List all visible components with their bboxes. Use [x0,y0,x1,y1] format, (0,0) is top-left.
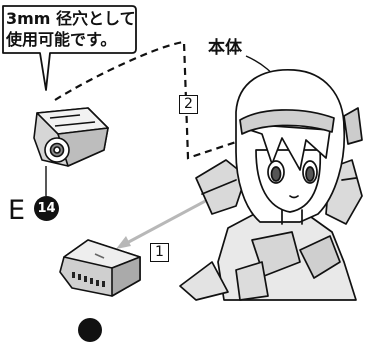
body-label: 本体 [208,38,242,58]
callout-text: 3mm 径穴として 使用可能です。 [0,6,136,54]
arrow-head-step1 [116,236,131,249]
callout-line-2: 使用可能です。 [6,30,117,49]
step-1-box: 1 [150,243,169,262]
part-letter: E [8,195,26,226]
x-circle-icon [78,318,102,342]
figure-body [179,69,363,301]
part-e14-upper [33,107,109,167]
step-2-box: 2 [179,95,198,114]
callout-box [2,5,137,91]
part-number-badge: 14 [34,196,59,221]
callout-line-1: 3mm 径穴として [6,9,136,28]
part-lower [59,239,141,297]
